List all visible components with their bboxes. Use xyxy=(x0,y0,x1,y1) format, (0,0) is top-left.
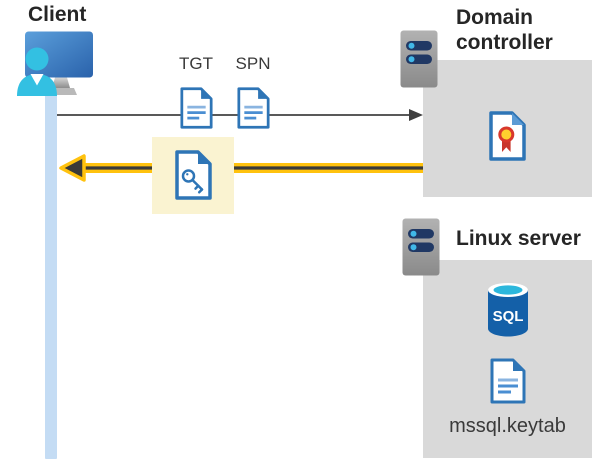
person-icon xyxy=(17,47,57,96)
client-label: Client xyxy=(28,3,87,26)
spn-label: SPN xyxy=(235,54,271,73)
keytab-document-icon xyxy=(490,358,526,404)
seal-ribbon-icon xyxy=(498,126,515,152)
client-icon xyxy=(17,31,93,96)
certificate-icon xyxy=(489,111,526,161)
key-document-icon xyxy=(175,150,212,200)
linux-server-icon xyxy=(402,218,440,276)
tgt-label: TGT xyxy=(179,54,213,73)
key-icon xyxy=(181,169,204,194)
domain-controller-server-icon xyxy=(400,30,438,88)
spn-document-icon xyxy=(237,87,270,129)
sql-database-icon: SQL xyxy=(488,283,528,337)
request-arrow xyxy=(57,109,423,121)
response-arrowhead-icon xyxy=(59,154,86,182)
request-arrowhead-icon xyxy=(409,109,423,121)
linux-server-label: Linux server xyxy=(456,227,581,250)
tgt-document-icon xyxy=(180,87,213,129)
keytab-filename: mssql.keytab xyxy=(449,415,566,437)
client-lifeline-bar xyxy=(45,94,57,459)
sql-icon-text: SQL xyxy=(493,308,524,325)
domain-controller-label: Domain controller xyxy=(456,6,553,54)
response-arrow xyxy=(59,154,423,182)
